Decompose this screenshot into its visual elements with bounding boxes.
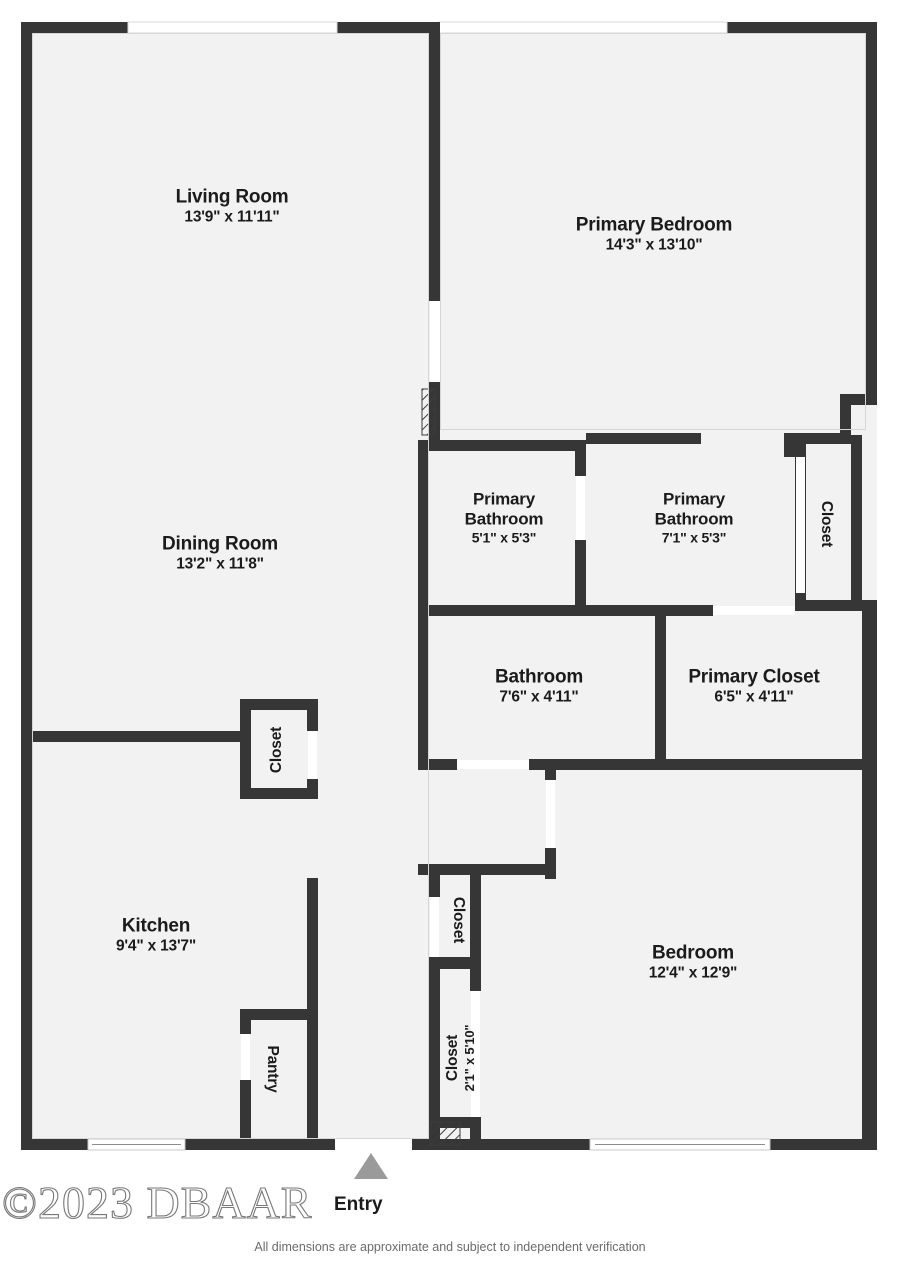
entry-label: Entry bbox=[334, 1194, 383, 1215]
exterior-walls bbox=[21, 22, 877, 1150]
entry-arrow-icon bbox=[354, 1153, 388, 1179]
room-outlines bbox=[32, 33, 866, 1139]
windows bbox=[87, 21, 771, 1151]
door-openings bbox=[241, 301, 805, 1150]
floor-fills bbox=[21, 22, 877, 1150]
disclaimer-text: All dimensions are approximate and subje… bbox=[254, 1240, 646, 1254]
interior-walls bbox=[32, 22, 867, 1150]
copyright-watermark: ©2023 DBAAR bbox=[1, 1176, 313, 1228]
